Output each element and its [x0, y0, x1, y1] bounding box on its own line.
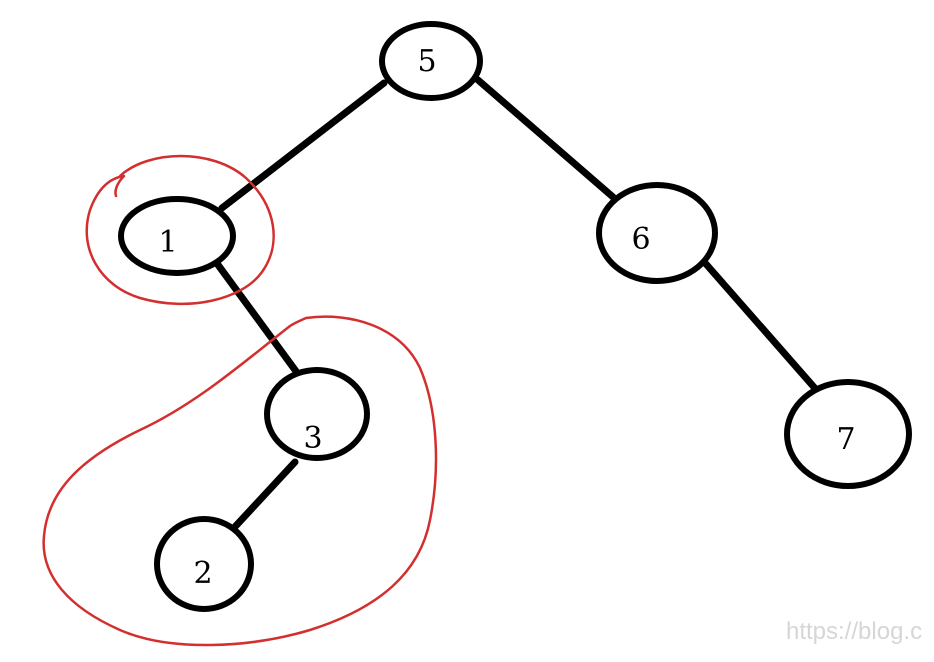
edge-6-7 [702, 260, 824, 398]
node-2: 2 [154, 516, 254, 612]
node-label-6: 6 [631, 222, 650, 257]
node-1: 1 [118, 196, 236, 276]
highlight-circle-node-1 [85, 154, 275, 306]
node-5: 5 [379, 21, 483, 101]
node-label-2: 2 [193, 556, 212, 591]
node-6: 6 [596, 182, 718, 284]
edge-1-3 [209, 254, 302, 378]
node-label-1: 1 [158, 225, 177, 260]
highlight-circle-subtree-3 [42, 315, 438, 647]
node-7: 7 [784, 379, 912, 489]
edge-5-1 [218, 79, 388, 212]
node-label-3: 3 [303, 421, 322, 456]
node-label-7: 7 [836, 422, 855, 457]
watermark-text: https://blog.c [786, 618, 923, 645]
edge-3-2 [228, 458, 299, 534]
node-3: 3 [264, 367, 370, 461]
edge-5-6 [474, 76, 617, 201]
node-label-5: 5 [417, 44, 436, 79]
